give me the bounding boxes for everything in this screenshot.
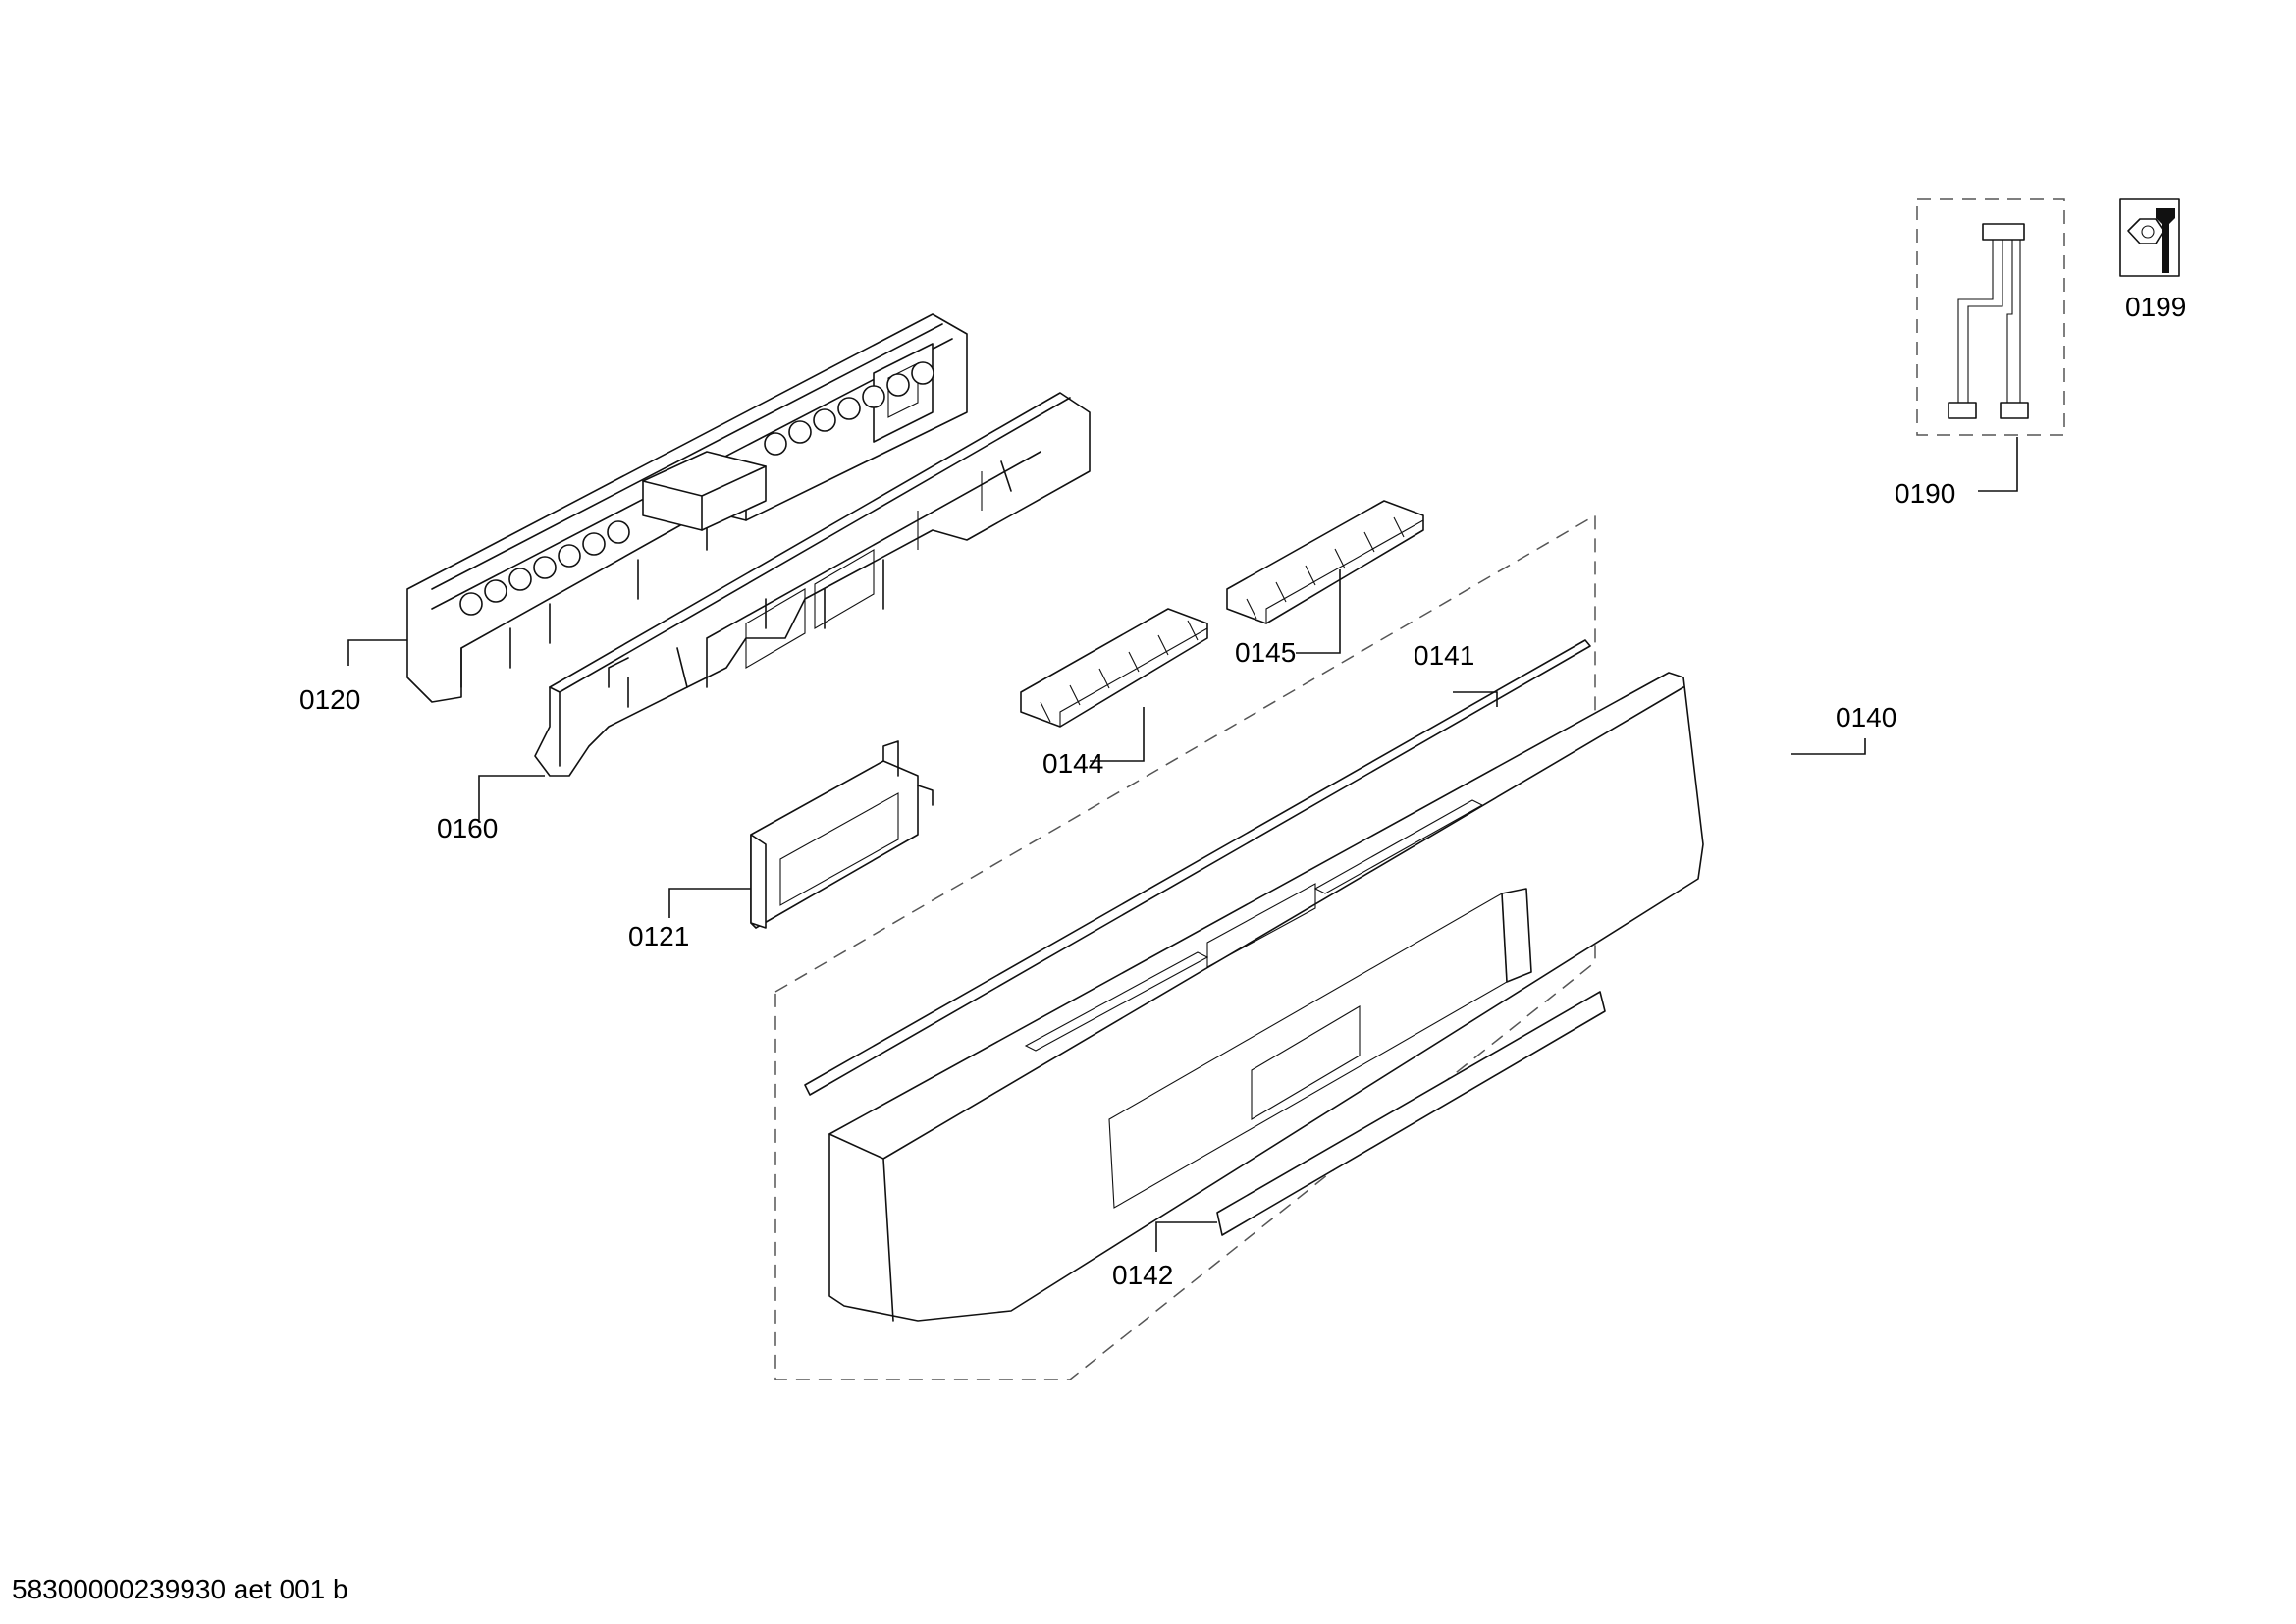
label-0121: 0121 [628,921,689,951]
part-0140-control-panel [828,672,1704,1322]
label-0140: 0140 [1836,702,1896,732]
label-0141: 0141 [1414,640,1474,671]
part-0145-button-block [1226,500,1424,624]
label-0142: 0142 [1112,1260,1173,1290]
part-0160-bracket [534,392,1091,777]
label-0120: 0120 [299,684,360,715]
part-0120-knob-row [459,361,934,616]
label-0145: 0145 [1235,637,1296,668]
part-0190-cable-harness [1916,198,2065,436]
part-0144-button-block [1020,608,1208,728]
assembly-0140-boundary [774,514,1596,1380]
label-0160: 0160 [437,813,498,843]
service-tool-icon [2119,198,2180,277]
part-0141-trim-strip [804,639,1591,1096]
document-id: 58300000239930 aet 001 b [12,1574,348,1604]
label-0190: 0190 [1895,478,1955,509]
part-0121-display-module [750,740,934,929]
part-0142-trim-strip [1216,991,1606,1236]
part-0120-frame [406,313,968,703]
label-0144: 0144 [1042,748,1103,779]
label-0199: 0199 [2125,292,2186,322]
leader-lines [347,437,2018,1252]
